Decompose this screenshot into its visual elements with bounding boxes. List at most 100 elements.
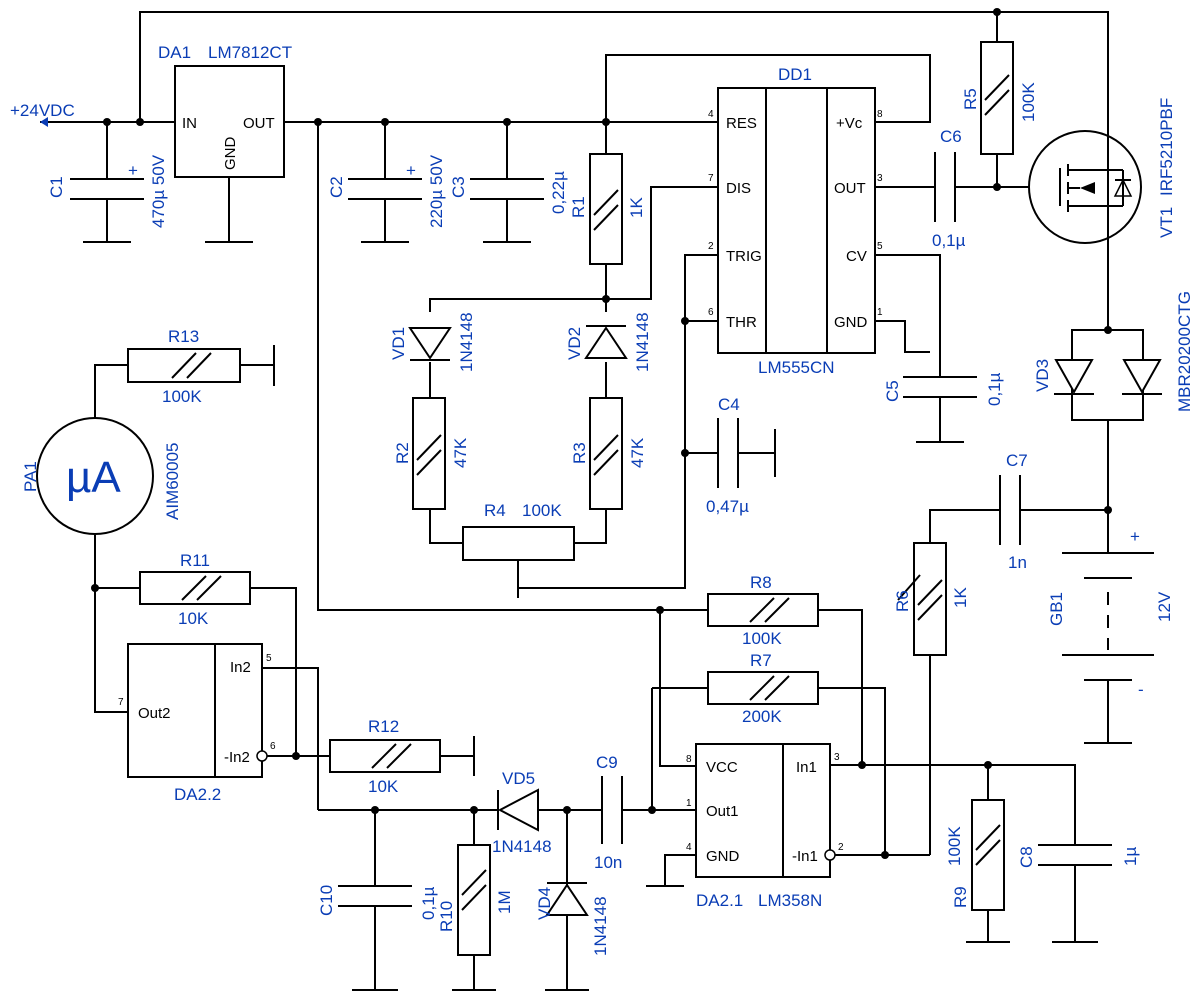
svg-text:1: 1 — [877, 307, 883, 318]
svg-text:VCC: VCC — [706, 759, 738, 776]
svg-text:C10: C10 — [317, 885, 336, 916]
svg-text:VD2: VD2 — [565, 327, 584, 360]
svg-text:8: 8 — [686, 754, 692, 765]
svg-text:12V: 12V — [1155, 591, 1174, 622]
resistor-marks — [171, 74, 1010, 911]
svg-text:GND: GND — [222, 137, 239, 171]
svg-text:R8: R8 — [750, 573, 772, 592]
svg-text:R12: R12 — [368, 717, 399, 736]
svg-text:AIM60005: AIM60005 — [163, 443, 182, 521]
svg-text:4: 4 — [686, 842, 692, 853]
svg-text:100K: 100K — [162, 387, 202, 406]
svg-text:VD3: VD3 — [1033, 359, 1052, 392]
svg-text:VD4: VD4 — [535, 887, 554, 920]
vt1-mosfet — [1028, 130, 1142, 244]
svg-text:DA2.2: DA2.2 — [174, 785, 221, 804]
svg-text:1N4148: 1N4148 — [591, 896, 610, 956]
svg-text:0,1µ: 0,1µ — [985, 372, 1004, 406]
svg-text:C5: C5 — [883, 380, 902, 402]
svg-text:470µ 50V: 470µ 50V — [149, 154, 168, 228]
svg-text:GND: GND — [834, 314, 868, 331]
svg-text:1n: 1n — [1008, 553, 1027, 572]
svg-text:7: 7 — [118, 697, 124, 708]
svg-text:OUT: OUT — [243, 115, 275, 132]
svg-text:1M: 1M — [495, 890, 514, 914]
svg-text:Out2: Out2 — [138, 705, 171, 722]
svg-text:10K: 10K — [178, 609, 209, 628]
svg-text:C7: C7 — [1006, 451, 1028, 470]
labels: +24VDC DA1 LM7812CT IN OUT GND C1 + 470µ… — [10, 43, 1194, 956]
svg-text:5: 5 — [266, 653, 272, 664]
svg-text:R9: R9 — [951, 886, 970, 908]
svg-text:1N4148: 1N4148 — [492, 837, 552, 856]
svg-text:0,1µ: 0,1µ — [932, 231, 966, 250]
svg-text:C1: C1 — [47, 176, 66, 198]
svg-text:VD5: VD5 — [502, 769, 535, 788]
svg-text:THR: THR — [726, 314, 757, 331]
svg-text:CV: CV — [846, 248, 867, 265]
svg-text:-In1: -In1 — [792, 848, 818, 865]
svg-text:DA1: DA1 — [158, 43, 191, 62]
svg-text:100K: 100K — [742, 629, 782, 648]
svg-text:1K: 1K — [627, 197, 646, 218]
svg-text:OUT: OUT — [834, 180, 866, 197]
svg-text:VT1: VT1 — [1157, 207, 1176, 238]
svg-text:3: 3 — [877, 173, 883, 184]
svg-text:C8: C8 — [1017, 846, 1036, 868]
svg-text:220µ 50V: 220µ 50V — [427, 154, 446, 228]
svg-text:R4: R4 — [484, 501, 506, 520]
svg-text:0,1µ: 0,1µ — [419, 886, 438, 920]
svg-text:6: 6 — [708, 307, 714, 318]
svg-text:C2: C2 — [327, 176, 346, 198]
svg-text:2: 2 — [838, 842, 844, 853]
da22-body — [127, 643, 263, 778]
svg-text:5: 5 — [877, 241, 883, 252]
svg-text:RES: RES — [726, 115, 757, 132]
svg-text:1: 1 — [686, 798, 692, 809]
svg-text:R5: R5 — [961, 88, 980, 110]
gb1-battery — [1062, 552, 1154, 681]
svg-text:C9: C9 — [596, 753, 618, 772]
svg-text:-In2: -In2 — [224, 749, 250, 766]
svg-text:1K: 1K — [951, 587, 970, 608]
svg-text:1N4148: 1N4148 — [633, 312, 652, 372]
svg-text:+: + — [406, 161, 416, 180]
svg-text:200K: 200K — [742, 707, 782, 726]
svg-text:IRF5210PBF: IRF5210PBF — [1157, 98, 1176, 196]
svg-text:10n: 10n — [594, 853, 622, 872]
svg-text:GB1: GB1 — [1047, 592, 1066, 626]
svg-text:R3: R3 — [570, 442, 589, 464]
svg-text:TRIG: TRIG — [726, 248, 762, 265]
svg-text:MBR20200CTG: MBR20200CTG — [1175, 291, 1194, 412]
svg-text:R1: R1 — [569, 196, 588, 218]
svg-text:R7: R7 — [750, 651, 772, 670]
svg-text:In2: In2 — [230, 659, 251, 676]
svg-text:4: 4 — [708, 109, 714, 120]
svg-text:C3: C3 — [449, 176, 468, 198]
svg-text:+Vc: +Vc — [836, 115, 863, 132]
svg-text:R13: R13 — [168, 327, 199, 346]
svg-text:8: 8 — [877, 109, 883, 120]
svg-text:100K: 100K — [945, 826, 964, 866]
svg-text:LM7812CT: LM7812CT — [208, 43, 292, 62]
svg-text:µA: µA — [66, 453, 121, 502]
svg-text:+: + — [1130, 527, 1140, 546]
svg-text:GND: GND — [706, 848, 740, 865]
svg-text:2: 2 — [708, 241, 714, 252]
svg-text:DD1: DD1 — [778, 65, 812, 84]
svg-text:0,22µ: 0,22µ — [549, 171, 568, 214]
svg-text:In1: In1 — [796, 759, 817, 776]
svg-text:PA1: PA1 — [21, 461, 40, 492]
dd1-body — [717, 87, 876, 354]
svg-text:C6: C6 — [940, 127, 962, 146]
svg-text:3: 3 — [834, 752, 840, 763]
svg-text:47K: 47K — [628, 437, 647, 468]
svg-text:10K: 10K — [368, 777, 399, 796]
da1-body — [174, 65, 285, 178]
svg-text:R2: R2 — [393, 442, 412, 464]
da21-body — [695, 743, 831, 878]
svg-text:C4: C4 — [718, 395, 740, 414]
svg-text:VD1: VD1 — [389, 327, 408, 360]
svg-text:R10: R10 — [437, 901, 456, 932]
